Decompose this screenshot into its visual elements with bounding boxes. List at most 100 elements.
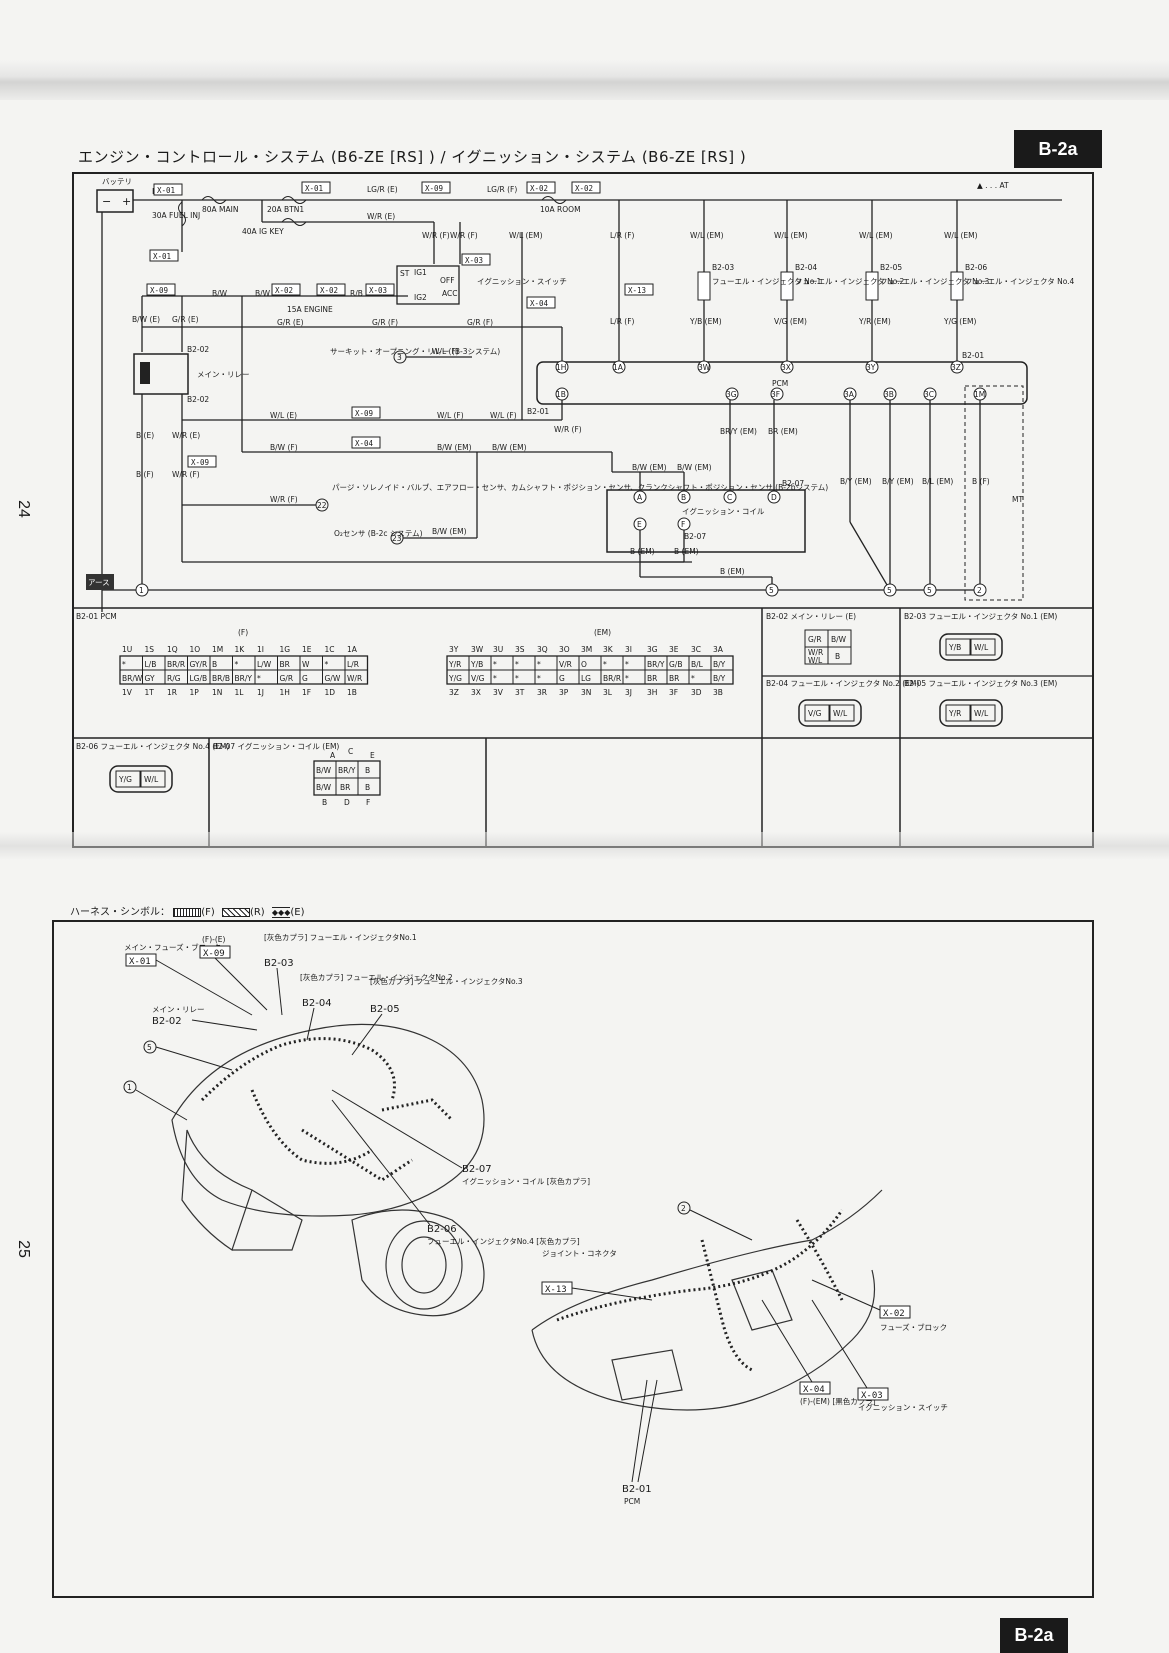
wire-br-em: BR (EM) (768, 427, 798, 436)
pcm-em-grid-cell: 3K (603, 645, 614, 654)
loc-c1: 1 (127, 1083, 132, 1092)
conn-x01-a: X-01 (157, 186, 175, 195)
pcm-block: PCM B2-01 B2-01 1H 1A 3W 3X 3Y 3Z 1B 3G … (527, 351, 1028, 416)
wire-l-r-f-2: L/R (F) (610, 317, 635, 326)
pcm-em-grid-cell: 3E (669, 645, 679, 654)
svg-text:B2-03: B2-03 (712, 263, 734, 272)
conn-x09-c: X-09 (191, 458, 209, 467)
at-note: ▲ . . . AT (977, 181, 1009, 190)
pcm-em-grid-cell: Y/G (448, 674, 462, 683)
wire-w-r-f-1: W/R (F) (422, 231, 450, 240)
pcm-f-grid-cell: LG/B (190, 674, 208, 683)
pcm-em-grid-cell: * (691, 674, 695, 683)
svg-text:3C: 3C (924, 390, 934, 399)
pcm-em-grid-cell: 3F (669, 688, 678, 697)
scan-fold (0, 832, 1169, 860)
pcm-f-grid-cell: 1K (235, 645, 246, 654)
wire-b-y-em-1: B/Y (EM) (840, 477, 872, 486)
svg-text:W/L (EM): W/L (EM) (774, 231, 808, 240)
conn-x02-a: X-02 (530, 184, 548, 193)
svg-text:F: F (366, 798, 370, 807)
svg-text:3F: 3F (771, 390, 780, 399)
harness-legend: ハーネス・シンボル： (F) (R) ◆◆◆(E) (70, 903, 304, 918)
conn-x13: X-13 (628, 286, 646, 295)
svg-text:3X: 3X (781, 363, 791, 372)
pcm-em-grid-cell: 3D (691, 688, 702, 697)
wire-b-w-1: B/W (212, 289, 228, 298)
pcm-em-grid-cell: 3A (713, 645, 724, 654)
loc-b201-note: PCM (624, 1497, 640, 1506)
svg-text:ST: ST (400, 269, 410, 278)
pcm-f-grid-cell: 1M (212, 645, 223, 654)
loc-b201: B2-01 (622, 1484, 652, 1495)
pcm-f-grid-cell: 1G (280, 645, 291, 654)
wire-w-r-f-2: W/R (F) (450, 231, 478, 240)
svg-text:W/L: W/L (808, 656, 823, 665)
pcm-f-grid-cell: W (302, 660, 310, 669)
b204-connector: V/G W/L (798, 699, 862, 727)
pcm-em-grid-cell: 3U (493, 645, 503, 654)
b206-connector: Y/G W/L (109, 765, 173, 793)
pcm-em-grid-cell: 3C (691, 645, 701, 654)
wire-l-r-f: L/R (F) (610, 231, 635, 240)
b204-label: B2-04 フューエル・インジェクタ No.2 (EM) (766, 679, 919, 688)
svg-text:B2-01: B2-01 (527, 407, 549, 416)
svg-text:イグニッション・コイル: イグニッション・コイル (682, 506, 765, 516)
svg-text:B2-07: B2-07 (782, 479, 804, 488)
wire-w-r-f-3: W/R (F) (172, 470, 200, 479)
loc-c2: 2 (681, 1204, 686, 1213)
conn-x03-b: X-03 (369, 286, 387, 295)
wire-lg-r-e: LG/R (E) (367, 185, 398, 194)
pcm-f-grid-cell: 1N (212, 688, 222, 697)
wire-b-w-f: B/W (F) (270, 443, 298, 452)
loc-b206: B2-06 (427, 1224, 457, 1235)
svg-text:Y/R (EM): Y/R (EM) (858, 317, 891, 326)
pcm-em-grid-cell: * (515, 660, 519, 669)
wire-w-l-e: W/L (E) (270, 411, 297, 420)
b205-connector: Y/R W/L (939, 699, 1003, 727)
pcm-f-grid-cell: * (257, 674, 261, 683)
pcm-em-grid-cell: 3Y (449, 645, 459, 654)
pcm-f-grid-cell: W/R (347, 674, 362, 683)
o2-sensor: O₂センサ (B-2c システム) (334, 529, 423, 538)
pcm-f-grid-cell: 1E (302, 645, 312, 654)
engine-harness (200, 1037, 454, 1182)
wire-b-w-em-4: B/W (EM) (632, 463, 667, 472)
pcm-em-grid-cell: 3V (493, 688, 504, 697)
svg-text:Y/B (EM): Y/B (EM) (689, 317, 722, 326)
wire-g-r-f: G/R (F) (372, 318, 398, 327)
injectors: W/L (EM) W/L (EM) W/L (EM) W/L (EM) B2-0… (689, 200, 1075, 362)
pcm-f-grid-cell: BR (280, 660, 290, 669)
loc-b203-note: [灰色カプラ] フューエル・インジェクタNo.1 (264, 932, 417, 942)
conn-x02-b: X-02 (575, 184, 593, 193)
node-g1: 1 (139, 586, 144, 595)
page-tab-bottom: B-2a (1000, 1618, 1068, 1653)
pcm-f-grid-cell: L/R (347, 660, 359, 669)
svg-text:Y/R: Y/R (948, 709, 961, 718)
pcm-em-grid-cell: 3N (581, 688, 591, 697)
wire-b-w-2: B/W (255, 289, 271, 298)
b202-connector: G/R B/W W/R W/L B (804, 629, 852, 665)
fuse-15a-engine: 15A ENGINE (287, 305, 333, 314)
pcm-em-grid-cell: 3S (515, 645, 525, 654)
conn-x03-a: X-03 (465, 256, 483, 265)
loc-x02: X-02 (883, 1309, 905, 1319)
pcm-em-grid-cell: V/G (471, 674, 485, 683)
svg-text:B: B (835, 652, 840, 661)
wire-w-r-e: W/R (E) (367, 212, 395, 221)
wire-b-w-em-2: B/W (EM) (492, 443, 527, 452)
pcm-f-grid-cell: G/R (280, 674, 294, 683)
pcm-em-grid-cell: 3R (537, 688, 547, 697)
wire-g-r-e: G/R (E) (277, 318, 304, 327)
loc-x09-note: (F)-(E) (202, 935, 226, 944)
svg-text:D: D (771, 493, 777, 502)
svg-text:BR: BR (340, 783, 350, 792)
pcm-em-grid-cell: Y/R (448, 660, 461, 669)
svg-text:W/L: W/L (833, 709, 848, 718)
mt-note: MT (1012, 495, 1023, 504)
svg-text:V/G (EM): V/G (EM) (774, 317, 807, 326)
pcm-f-grid-cell: 1U (122, 645, 132, 654)
pcm-em-grid-cell: B/Y (713, 660, 726, 669)
pcm-em-grid-cell: 3I (625, 645, 632, 654)
